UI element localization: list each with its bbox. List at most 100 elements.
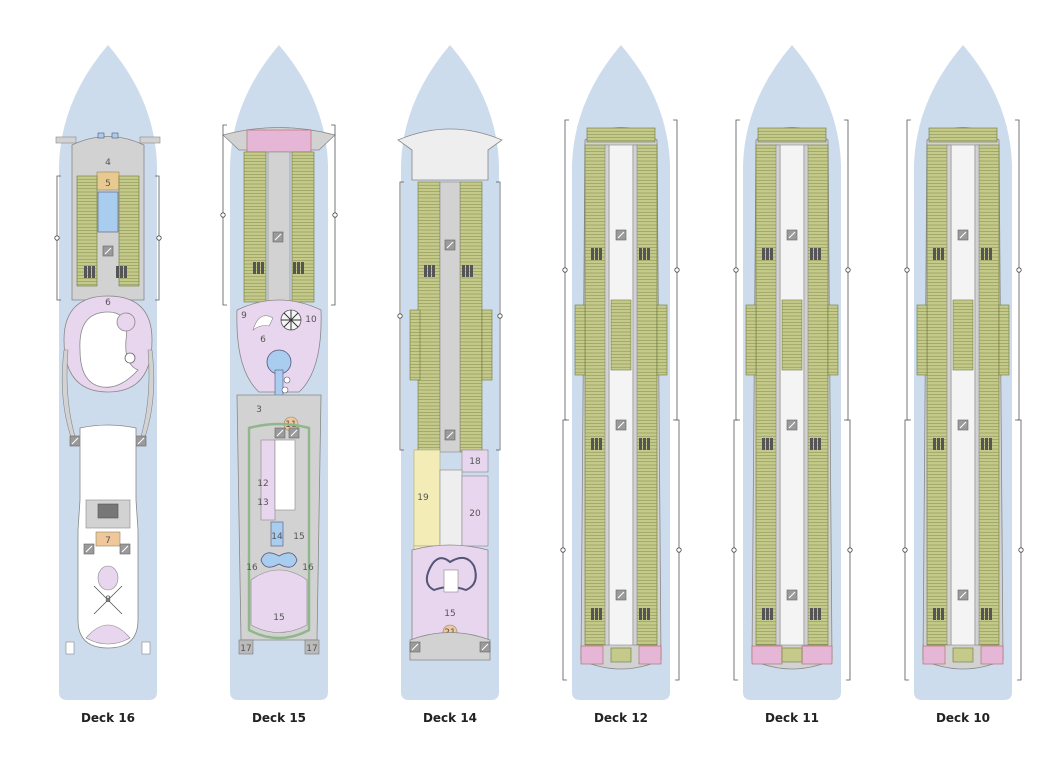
dimension-bracket xyxy=(155,175,162,301)
zone-17-left-area xyxy=(238,639,254,655)
dimension-bracket xyxy=(733,119,740,421)
elevator xyxy=(981,248,984,260)
deck14-forward-deck xyxy=(397,128,503,181)
elevator xyxy=(814,248,817,260)
elevator xyxy=(88,266,91,278)
elevator-bank xyxy=(762,438,773,450)
lounge-area xyxy=(252,315,274,331)
dimension-bracket xyxy=(904,119,911,421)
lounge-seating xyxy=(97,191,119,233)
elevator xyxy=(643,438,646,450)
deck12-plan xyxy=(560,119,682,681)
aft-terrace xyxy=(409,632,491,661)
elevator xyxy=(814,608,817,620)
elevator xyxy=(818,248,821,260)
stair-mark xyxy=(274,233,282,241)
cabin-block xyxy=(586,127,656,143)
stair-mark xyxy=(617,421,625,429)
elevator xyxy=(432,265,435,277)
elevator xyxy=(941,608,944,620)
bridge-wing xyxy=(139,136,161,144)
elevator xyxy=(989,248,992,260)
elevator-bank xyxy=(116,266,127,278)
aft-suite xyxy=(922,645,946,665)
dimension-bracket xyxy=(846,419,853,681)
zone-20-area xyxy=(461,475,489,547)
elevator xyxy=(766,248,769,260)
zone-3: 3 xyxy=(256,405,262,415)
elevator xyxy=(985,438,988,450)
elevator xyxy=(937,248,940,260)
stair-mark xyxy=(617,591,625,599)
zone-15: 15 xyxy=(293,532,304,542)
elevator xyxy=(941,438,944,450)
central-corridor xyxy=(779,144,805,646)
elevator-bank xyxy=(639,438,650,450)
dimension-bracket xyxy=(397,181,404,451)
aft-suite xyxy=(801,645,833,665)
stair-mark xyxy=(617,231,625,239)
aft-post xyxy=(141,641,151,655)
elevator-bank xyxy=(981,248,992,260)
elevator xyxy=(647,608,650,620)
dimension-bracket xyxy=(844,119,851,421)
elevator xyxy=(595,608,598,620)
lounger-pattern xyxy=(93,585,123,615)
tub xyxy=(283,376,291,384)
elevator xyxy=(937,608,940,620)
elevator xyxy=(639,608,642,620)
deck14-plan: 181920191521 xyxy=(397,128,503,661)
dimension-bracket xyxy=(675,419,682,681)
cabin-grid xyxy=(119,178,139,285)
elevator xyxy=(92,266,95,278)
dimension-bracket xyxy=(1017,419,1024,681)
central-corridor xyxy=(608,144,634,646)
zone-8: 8 xyxy=(105,595,111,605)
cabin-grid xyxy=(482,313,492,378)
elevator xyxy=(591,248,594,260)
dimension-bracket xyxy=(731,419,738,681)
elevator xyxy=(981,438,984,450)
center-deck xyxy=(439,469,463,547)
elevator xyxy=(297,262,300,274)
zone-6: 6 xyxy=(260,335,266,345)
central-corridor xyxy=(267,151,291,303)
elevator xyxy=(810,438,813,450)
aft-suite xyxy=(751,645,783,665)
lounger-ring xyxy=(97,565,119,591)
stair-mark xyxy=(446,241,454,249)
elevator-bank xyxy=(933,608,944,620)
elevator-bank xyxy=(810,438,821,450)
elevator xyxy=(257,262,260,274)
elevator xyxy=(595,248,598,260)
elevator xyxy=(933,608,936,620)
cabin-grid xyxy=(828,308,838,373)
zone-13: 13 xyxy=(257,498,268,508)
zone-17-right-area xyxy=(304,639,320,655)
cabin-grid xyxy=(611,303,631,368)
elevator xyxy=(462,265,465,277)
zone-5: 5 xyxy=(105,179,111,189)
cabin-block xyxy=(634,144,658,646)
elevator xyxy=(933,248,936,260)
elevator xyxy=(639,248,642,260)
aft-lounge xyxy=(85,624,131,645)
elevator xyxy=(766,438,769,450)
corridor-wall xyxy=(632,144,638,646)
elevator xyxy=(941,248,944,260)
elevator xyxy=(989,438,992,450)
aft-post xyxy=(65,641,75,655)
zone-7: 7 xyxy=(105,536,111,546)
zone-6: 6 xyxy=(105,298,111,308)
window xyxy=(111,132,119,139)
stair-mark xyxy=(71,437,79,445)
zone-9: 9 xyxy=(241,311,247,321)
elevator-bank xyxy=(981,608,992,620)
elevator xyxy=(985,248,988,260)
ship-wheel-spokes xyxy=(281,310,301,330)
cabin-grid xyxy=(657,308,667,373)
elevator-bank xyxy=(462,265,473,277)
elevator xyxy=(989,608,992,620)
tub xyxy=(281,386,289,394)
forward-suites xyxy=(246,129,312,153)
